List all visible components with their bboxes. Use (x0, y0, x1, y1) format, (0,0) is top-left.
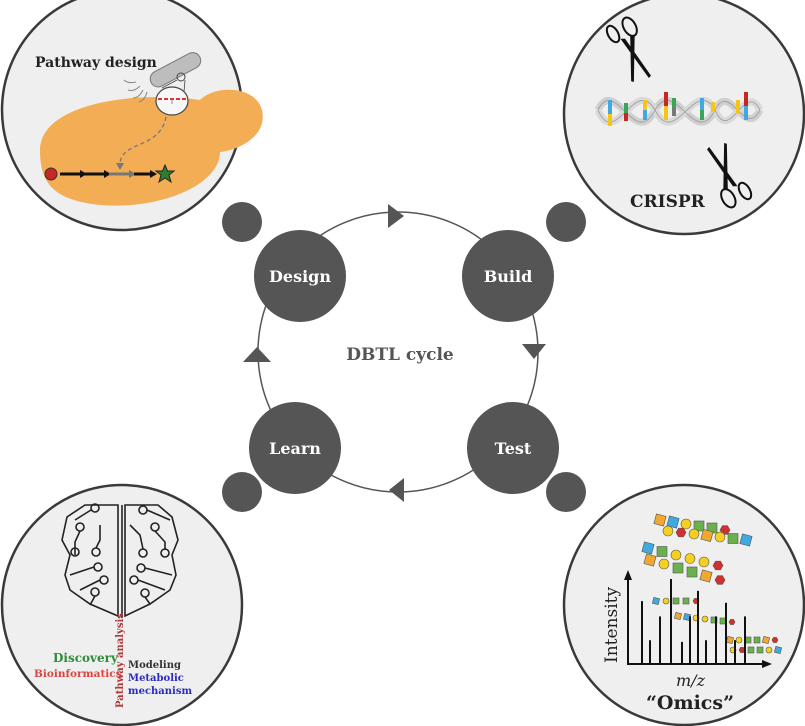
monosaccharide-icon (672, 597, 680, 605)
monosaccharide-icon (684, 553, 696, 564)
brain-circuit-icon (61, 503, 179, 618)
pathway-arrows (60, 170, 157, 178)
monosaccharide-icon (728, 619, 736, 625)
bacterium-icon (123, 52, 202, 116)
stage-node-design[interactable]: Design (254, 230, 346, 322)
dna-helix-icon (594, 92, 764, 126)
monosaccharide-icon (682, 597, 690, 605)
monosaccharide-icon (753, 636, 761, 644)
monosaccharide-icon (653, 513, 667, 527)
monosaccharide-icon (698, 556, 710, 568)
monosaccharide-icon (701, 615, 709, 623)
monosaccharide-icon (673, 611, 683, 621)
stage-node-test[interactable]: Test (467, 402, 559, 494)
mz-axis-label: m/z (676, 671, 706, 690)
monosaccharide-icon (738, 647, 746, 653)
monosaccharide-icon (773, 645, 783, 655)
monosaccharide-icon (675, 527, 687, 538)
omics-title: “Omics” (646, 692, 734, 714)
scissors-icon (707, 142, 753, 209)
intensity-axis-label: Intensity (602, 587, 622, 663)
connector-dot-learn (222, 472, 262, 512)
monosaccharide-icon (656, 546, 668, 557)
monosaccharide-icon (756, 646, 764, 654)
connector-dot-design (222, 202, 262, 242)
glycan-chain-icons (641, 513, 783, 655)
stage-node-build[interactable]: Build (462, 230, 554, 322)
yeast-cell-icon (40, 89, 263, 206)
monosaccharide-icon (686, 566, 698, 578)
monosaccharide-icon (719, 525, 731, 535)
monosaccharide-icon (670, 549, 682, 561)
monosaccharide-icon (662, 597, 670, 605)
monosaccharide-icon (739, 533, 753, 547)
arrow-learn-to-design (243, 347, 271, 362)
monosaccharide-icon (651, 596, 661, 606)
monosaccharide-icon (761, 635, 771, 645)
insertion-arrowhead (116, 163, 124, 170)
connector-dot-build (546, 202, 586, 242)
monosaccharide-icon (714, 575, 726, 585)
learn-panel: Discovery Bioinformatics Pathway analysi… (0, 483, 244, 726)
stage-label-test: Test (495, 439, 532, 458)
modeling-label: Modeling (128, 660, 181, 671)
scissors-icon (605, 16, 651, 83)
discovery-label: Discovery (53, 651, 119, 665)
monosaccharide-icon (672, 562, 684, 574)
pathway-analysis-label: Pathway analysis (115, 613, 126, 708)
monosaccharide-icon (712, 560, 724, 571)
test-panel: Intensity m/z “Omics” (562, 483, 805, 726)
substrate-icon (44, 167, 58, 181)
metabolic-label: Metabolic (128, 673, 184, 684)
monosaccharide-icon (725, 635, 735, 645)
monosaccharide-icon (714, 531, 726, 543)
crispr-title: CRISPR (630, 192, 706, 212)
design-panel: Pathway design (0, 0, 263, 232)
pathway-design-title: Pathway design (35, 55, 157, 71)
build-panel: CRISPR (562, 0, 805, 236)
product-star-icon (154, 163, 176, 184)
monosaccharide-icon (680, 518, 692, 530)
monosaccharide-icon (643, 553, 657, 567)
monosaccharide-icon (700, 529, 714, 542)
mass-spectrum-icon (624, 570, 772, 668)
stage-label-design: Design (269, 267, 331, 286)
stage-label-learn: Learn (269, 439, 321, 458)
monosaccharide-icon (771, 637, 779, 643)
monosaccharide-icon (747, 646, 755, 654)
mechanism-label: mechanism (128, 686, 192, 697)
monosaccharide-icon (641, 541, 655, 555)
arrow-design-to-build (388, 204, 404, 228)
monosaccharide-icon (688, 528, 700, 540)
insertion-arrow (119, 116, 167, 166)
arrow-build-to-test (522, 344, 546, 359)
monosaccharide-icon (765, 646, 773, 654)
arrow-test-to-learn (389, 478, 404, 502)
monosaccharide-icon (658, 558, 670, 570)
monosaccharide-icon (662, 525, 674, 537)
monosaccharide-icon (693, 520, 705, 532)
monosaccharide-icon (699, 569, 713, 583)
stage-label-build: Build (484, 267, 533, 286)
monosaccharide-icon (727, 533, 739, 544)
cycle-title: DBTL cycle (346, 345, 454, 365)
monosaccharide-icon (735, 636, 743, 644)
stage-node-learn[interactable]: Learn (249, 402, 341, 494)
monosaccharide-icon (666, 515, 680, 529)
connector-dot-test (546, 472, 586, 512)
bioinformatics-label: Bioinformatics (34, 668, 122, 680)
